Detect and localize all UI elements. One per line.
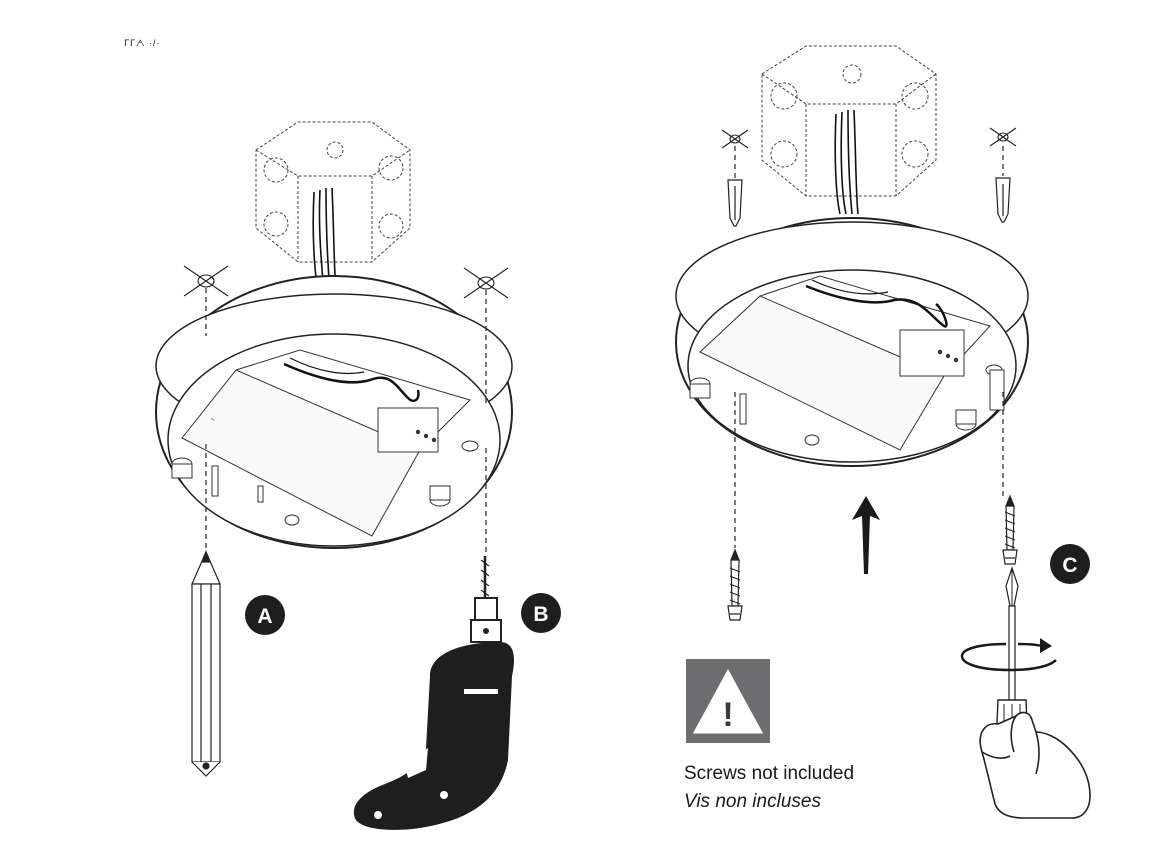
header-fragment: ᒥᒥᗅ ·/· [124, 38, 161, 48]
up-arrow-icon [852, 496, 880, 574]
step-badge-b: B [521, 593, 561, 633]
warning-text-en: Screws not included [684, 763, 855, 784]
warning-sign: ! [686, 659, 770, 743]
right-mark-x [721, 127, 1017, 149]
wall-anchor-icon [727, 177, 1011, 227]
step-label-a: A [257, 605, 272, 628]
screw-icon-left [727, 548, 743, 621]
rotate-arrow-icon [960, 638, 1057, 672]
step-label-c: C [1062, 554, 1077, 577]
step-badge-a: A [245, 595, 285, 635]
left-mark-x [183, 265, 509, 299]
step-badge-c: C [1050, 544, 1090, 584]
right-canopy [675, 217, 1029, 467]
svg-text:ꟷ: ꟷ [209, 416, 215, 423]
left-junction-box [255, 121, 411, 263]
screw-icon-right [1002, 494, 1018, 565]
warning-symbol: ! [722, 696, 733, 734]
left-guide-lines [205, 288, 487, 556]
warning-text-fr: Vis non incluses [684, 791, 821, 812]
right-guide-lines [734, 146, 1004, 548]
right-junction-box [761, 45, 937, 197]
hand-icon [979, 711, 1091, 819]
drill-icon [353, 556, 515, 830]
left-canopy: ꟷ [155, 275, 513, 549]
step-label-b: B [533, 603, 548, 626]
right-wires [834, 109, 859, 215]
pencil-icon [191, 550, 221, 777]
